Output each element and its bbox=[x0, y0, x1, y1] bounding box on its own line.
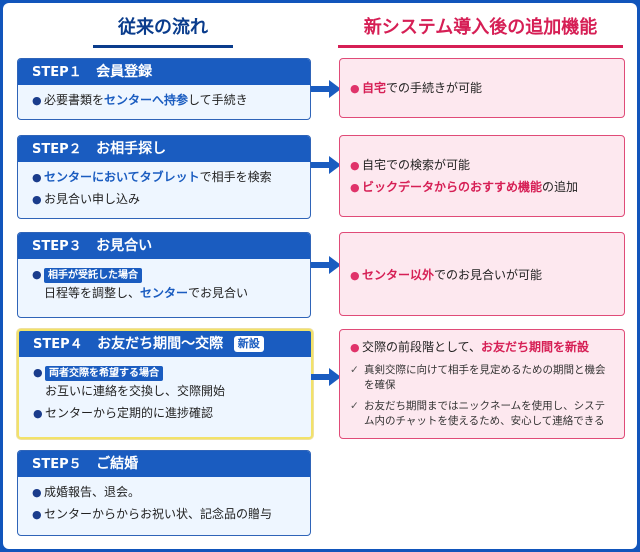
bullet-icon: ● bbox=[32, 171, 42, 184]
diagram-panel: 従来の流れ 新システム導入後の追加機能 STEP１ 会員登録 ●必要書類をセンタ… bbox=[3, 3, 637, 549]
step-5-bullet-2: ●センターからからお祝い状、記念品の贈与 bbox=[32, 505, 300, 524]
condition-tag: 両者交際を希望する場合 bbox=[45, 366, 163, 381]
step-2-box: STEP２ お相手探し ●センターにおいてタブレットで相手を検索 ●お見合い申し… bbox=[17, 135, 311, 219]
feature-4-box: ●交際の前段階として、お友だち期間を新設 ✓真剣交際に向けて相手を見定めるための… bbox=[339, 329, 625, 439]
bullet-icon: ● bbox=[350, 269, 360, 282]
feature-3-box: ●センター以外でのお見合いが可能 bbox=[339, 232, 625, 316]
step-5-box: STEP５ ご結婚 ●成婚報告、退会。 ●センターからからお祝い状、記念品の贈与 bbox=[17, 450, 311, 536]
arrow-right-icon bbox=[311, 256, 341, 274]
step-4-number: STEP４ bbox=[33, 337, 83, 352]
step-5-header: STEP５ ご結婚 bbox=[18, 451, 310, 477]
checkmark-icon: ✓ bbox=[350, 400, 359, 412]
step-4-bullet-1: ●両者交際を希望する場合 お互いに連絡を交換し、交際開始 bbox=[33, 363, 301, 401]
feature-1-bullet: ●自宅での手続きが可能 bbox=[350, 79, 614, 98]
step-4-title: お友だち期間～交際 bbox=[97, 336, 224, 352]
arrow-right-icon bbox=[311, 156, 341, 174]
step-2-number: STEP２ bbox=[32, 142, 82, 157]
step-2-bullet-2: ●お見合い申し込み bbox=[32, 190, 300, 209]
step-1-bullet: ●必要書類をセンターへ持参して手続き bbox=[32, 91, 300, 110]
step-2-header: STEP２ お相手探し bbox=[18, 136, 310, 162]
step-3-number: STEP３ bbox=[32, 239, 82, 254]
step-5-title: ご結婚 bbox=[96, 456, 139, 472]
step-1-box: STEP１ 会員登録 ●必要書類をセンターへ持参して手続き bbox=[17, 58, 311, 120]
bullet-icon: ● bbox=[350, 159, 360, 172]
step-2-title: お相手探し bbox=[96, 141, 167, 157]
step-2-bullet-1: ●センターにおいてタブレットで相手を検索 bbox=[32, 168, 300, 187]
condition-tag: 相手が受託した場合 bbox=[44, 268, 142, 283]
step-4-bullet-2: ●センターから定期的に進捗確認 bbox=[33, 404, 301, 423]
feature-2-box: ●自宅での検索が可能 ●ビックデータからのおすすめ機能の追加 bbox=[339, 135, 625, 217]
bullet-icon: ● bbox=[33, 407, 43, 420]
step-3-header: STEP３ お見合い bbox=[18, 233, 310, 259]
feature-2-bullet-2: ●ビックデータからのおすすめ機能の追加 bbox=[350, 178, 614, 197]
bullet-icon: ● bbox=[32, 94, 42, 107]
bullet-icon: ● bbox=[350, 341, 360, 354]
step-5-bullet-1: ●成婚報告、退会。 bbox=[32, 483, 300, 502]
bullet-icon: ● bbox=[32, 193, 42, 206]
bullet-icon: ● bbox=[350, 82, 360, 95]
feature-4-check-1: ✓真剣交際に向けて相手を見定めるための期間と機会を確保 bbox=[350, 364, 606, 391]
step-4-box: STEP４ お友だち期間～交際 新設 ●両者交際を希望する場合 お互いに連絡を交… bbox=[17, 329, 313, 439]
arrow-right-icon bbox=[311, 80, 341, 98]
step-3-title: お見合い bbox=[96, 238, 153, 254]
step-1-number: STEP１ bbox=[32, 65, 82, 80]
new-badge: 新設 bbox=[233, 336, 264, 352]
step-1-title: 会員登録 bbox=[96, 64, 153, 80]
bullet-icon: ● bbox=[32, 486, 42, 499]
feature-2-bullet-1: ●自宅での検索が可能 bbox=[350, 156, 614, 175]
feature-3-bullet: ●センター以外でのお見合いが可能 bbox=[350, 266, 614, 285]
step-5-number: STEP５ bbox=[32, 457, 82, 472]
step-1-header: STEP１ 会員登録 bbox=[18, 59, 310, 85]
bullet-icon: ● bbox=[32, 508, 42, 521]
step-3-box: STEP３ お見合い ●相手が受託した場合 日程等を調整し、センターでお見合い bbox=[17, 232, 311, 318]
arrow-right-icon bbox=[311, 368, 341, 386]
step-4-header: STEP４ お友だち期間～交際 新設 bbox=[19, 331, 311, 357]
heading-new-system-features: 新システム導入後の追加機能 bbox=[338, 13, 623, 48]
step-3-bullet: ●相手が受託した場合 日程等を調整し、センターでお見合い bbox=[32, 265, 300, 303]
feature-1-box: ●自宅での手続きが可能 bbox=[339, 58, 625, 118]
checkmark-icon: ✓ bbox=[350, 364, 359, 376]
feature-4-check-2: ✓お友だち期間まではニックネームを使用し、システム内のチャットを使えるため、安心… bbox=[350, 400, 606, 427]
bullet-icon: ● bbox=[32, 268, 42, 281]
bullet-icon: ● bbox=[33, 366, 43, 379]
heading-conventional-flow: 従来の流れ bbox=[93, 13, 233, 48]
feature-4-bullet: ●交際の前段階として、お友だち期間を新設 bbox=[350, 338, 614, 357]
bullet-icon: ● bbox=[350, 181, 360, 194]
